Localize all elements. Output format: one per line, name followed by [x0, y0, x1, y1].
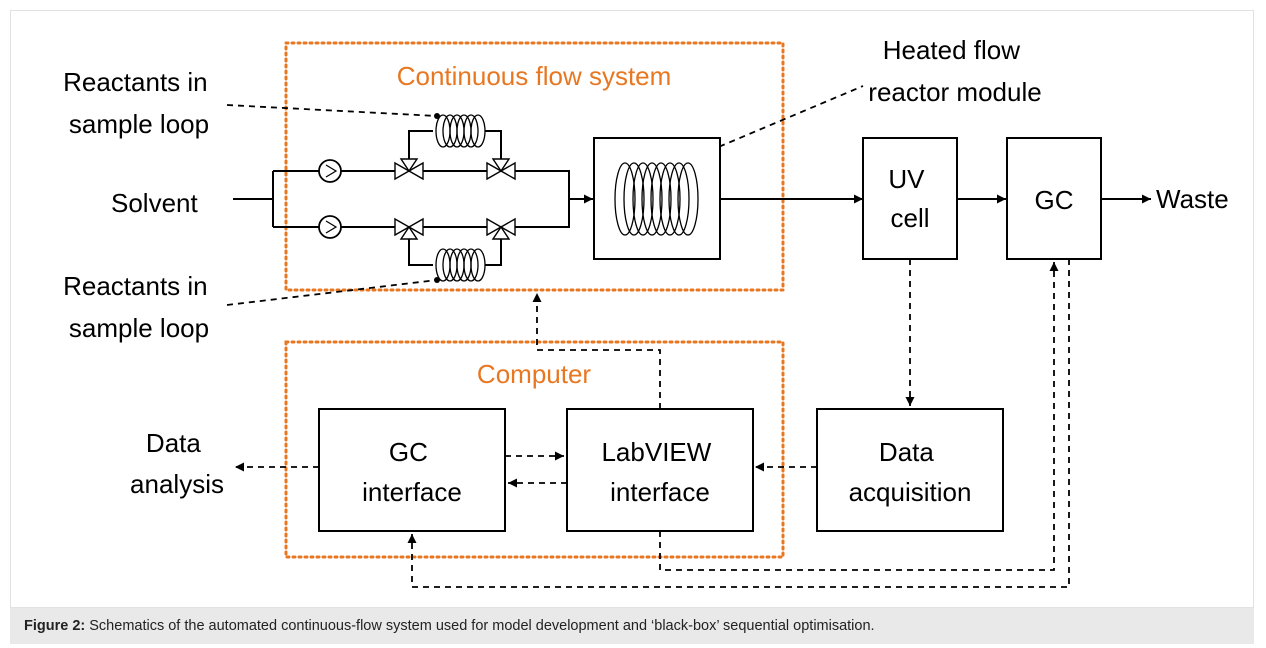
- reactor-module-label: Heated flow reactor module: [868, 35, 1041, 107]
- pump-top-icon: [318, 159, 342, 183]
- labview-interface-box: [566, 408, 754, 532]
- uv-cell-label: UV cell: [888, 164, 931, 233]
- valve-top-right-icon: [486, 158, 516, 181]
- solvent-label: Solvent: [111, 188, 198, 218]
- gc-interface-label: GC interface: [362, 437, 462, 507]
- computer-box: [284, 340, 785, 559]
- data-analysis-label: Data analysis: [130, 428, 224, 499]
- signal-lines: [235, 259, 1070, 588]
- gc-label: GC: [1035, 185, 1074, 215]
- waste-label: Waste: [1156, 184, 1229, 214]
- sample-loop-top-icon: [435, 114, 486, 148]
- flow-system-title: Continuous flow system: [397, 61, 672, 91]
- uv-cell-box: [862, 137, 958, 260]
- gc-box: [1006, 137, 1102, 260]
- caption-text: Schematics of the automated continuous-f…: [85, 618, 875, 634]
- valve-top-left-icon: [394, 158, 424, 181]
- continuous-flow-system-box: [284, 41, 785, 292]
- reactants-bottom-label: Reactants in sample loop: [63, 271, 215, 343]
- reactants-top-label: Reactants in sample loop: [63, 67, 215, 139]
- valve-bottom-left-icon: [394, 217, 424, 240]
- figure-caption: Figure 2: Schematics of the automated co…: [10, 608, 1254, 644]
- reactor-coil-icon: [614, 162, 699, 236]
- data-acquisition-box: [816, 408, 1004, 532]
- pump-bottom-icon: [318, 215, 342, 239]
- caption-label: Figure 2:: [24, 618, 86, 634]
- valve-bottom-right-icon: [486, 217, 516, 240]
- labview-interface-label: LabVIEW interface: [601, 437, 718, 507]
- computer-title: Computer: [477, 359, 591, 389]
- data-acquisition-label: Data acquisition: [849, 437, 972, 507]
- flow-lines: [233, 130, 570, 266]
- sample-loop-bottom-icon: [435, 248, 486, 282]
- schematic-diagram: Continuous flow system Computer Reactant…: [63, 35, 1229, 588]
- gc-interface-box: [318, 408, 506, 532]
- diagram-frame: Continuous flow system Computer Reactant…: [10, 10, 1254, 608]
- reactor-module-box: [593, 137, 721, 260]
- label-leaders: [226, 85, 864, 306]
